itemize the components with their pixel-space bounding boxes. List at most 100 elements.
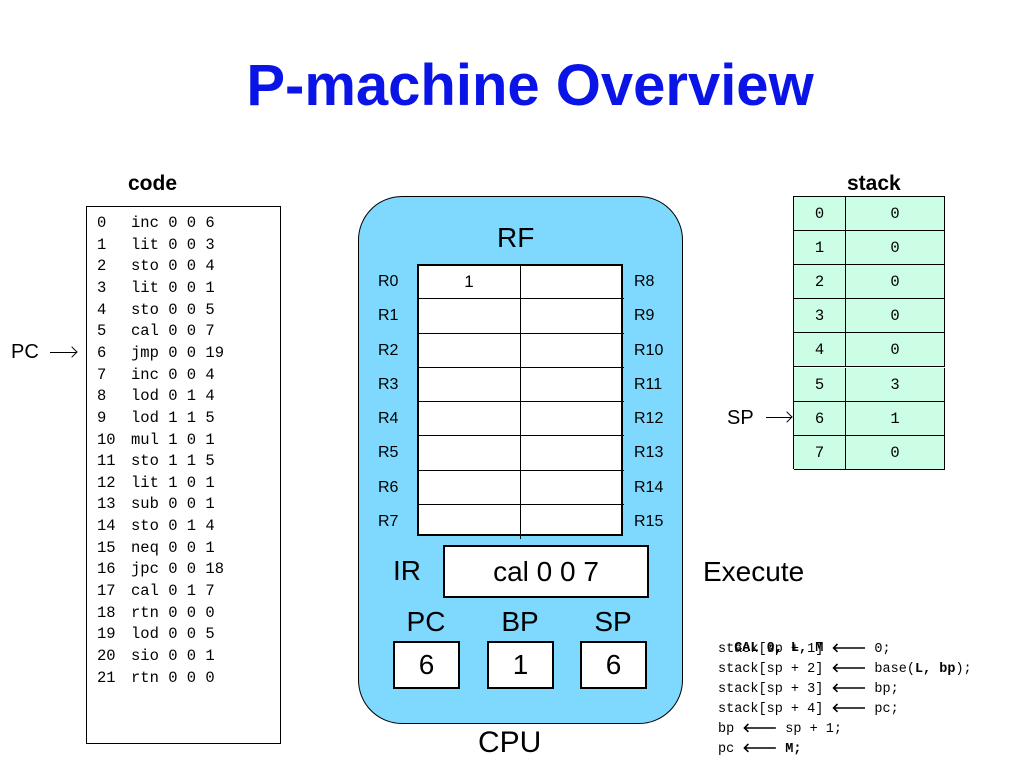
register-label-right: R11 (634, 375, 663, 393)
stack-index-cell: 7 (794, 435, 846, 470)
code-line-instruction: lod 0 0 5 (131, 625, 215, 644)
code-line-instruction: cal 0 1 7 (131, 582, 215, 601)
stack-index-cell: 0 (794, 197, 846, 232)
code-line-instruction: mul 1 0 1 (131, 430, 215, 449)
code-line-number: 3 (97, 278, 107, 297)
register-label-left: R6 (378, 478, 399, 496)
code-line-instruction: sto 0 0 4 (131, 257, 215, 276)
register-cell (418, 367, 521, 402)
code-line-number: 18 (97, 603, 116, 622)
code-line-instruction: lit 0 0 1 (131, 278, 215, 297)
code-line-number: 2 (97, 257, 107, 276)
code-line-number: 21 (97, 668, 116, 687)
register-cell (521, 368, 624, 402)
left-arrow-icon: 🡐 (742, 721, 778, 736)
register-label-right: R8 (634, 273, 655, 290)
cal-header-text: CAL 0, L, M (734, 641, 824, 656)
register-label-left: R5 (378, 444, 399, 462)
stack-index-cell: 2 (794, 265, 846, 300)
register-label-right: R14 (634, 478, 664, 496)
code-label: code (128, 172, 178, 195)
cal-line-2-target: stack[sp + 2] (718, 662, 824, 677)
register-label-left: R2 (378, 341, 399, 359)
cal-line-5-value: sp + 1; (785, 722, 843, 737)
stack-index-cell: 3 (794, 299, 846, 334)
cal-line-4-target: stack[sp + 4] (718, 702, 824, 717)
cal-line-4: stack[sp + 4] 🡐 pc; (718, 699, 899, 719)
stack-sp-pointer: SP (727, 407, 754, 430)
stack-value-cell: 0 (846, 231, 945, 266)
register-cell (521, 436, 624, 471)
cpu-label: CPU (478, 726, 542, 759)
bp-label: BP (501, 606, 539, 637)
register-cell (521, 334, 624, 368)
register-cell (521, 505, 624, 539)
register-label-left: R1 (378, 307, 399, 325)
execute-label: Execute (703, 556, 805, 587)
register-label-left: R0 (378, 273, 399, 290)
register-cell: 1 (418, 265, 521, 300)
code-line-instruction: jmp 0 0 19 (131, 343, 225, 362)
code-line-instruction: rtn 0 0 0 (131, 668, 215, 687)
register-file-label: RF (497, 222, 535, 253)
code-line: 10 mul 1 0 1 (97, 430, 215, 451)
stack-index-cell: 6 (794, 401, 846, 436)
code-line-instruction: lit 0 0 3 (131, 235, 215, 254)
stack-sp-pointer-label: SP (727, 406, 754, 429)
stack-index-cell: 1 (794, 231, 846, 266)
code-line-number: 4 (97, 300, 107, 319)
code-line-number: 16 (97, 560, 116, 579)
cal-line-1-target: stack[sp + 1] (718, 642, 824, 657)
register-cell (418, 402, 521, 437)
pc-register: 6 (393, 641, 460, 689)
register-cell (418, 299, 521, 334)
code-line-number: 6 (97, 343, 107, 362)
code-line-number: 17 (97, 582, 116, 601)
register-label-left: R7 (378, 512, 399, 530)
stack-value-cell: 0 (846, 299, 945, 334)
code-line-number: 10 (97, 430, 116, 449)
cal-line-3-target: stack[sp + 3] (718, 682, 824, 697)
stack-value-cell: 0 (846, 197, 945, 232)
page-title: P-machine Overview (246, 53, 814, 118)
code-line-instruction: cal 0 0 7 (131, 322, 215, 341)
register-label-right: R15 (634, 512, 664, 530)
pc-arrow-icon (50, 351, 76, 353)
code-line-instruction: jpc 0 0 18 (131, 560, 225, 579)
cal-line-5: bp 🡐 sp + 1; (718, 719, 842, 739)
code-line: 6 jmp 0 0 19 (97, 343, 224, 364)
stack-value-cell: 0 (846, 265, 945, 300)
code-line-instruction: lit 1 0 1 (131, 473, 215, 492)
left-arrow-icon: 🡐 (831, 661, 867, 676)
code-line-instruction: sto 1 1 5 (131, 452, 215, 471)
code-line-instruction: inc 0 0 6 (131, 214, 215, 232)
code-line: 4 sto 0 0 5 (97, 300, 215, 321)
ir-label: IR (393, 555, 421, 586)
cal-line-2-value-pre: base( (874, 662, 915, 677)
code-line: 17 cal 0 1 7 (97, 581, 215, 602)
code-line-instruction: lod 0 1 4 (131, 387, 215, 406)
code-line: 18 rtn 0 0 0 (97, 603, 215, 624)
ir-register: cal 0 0 7 (443, 545, 649, 598)
left-arrow-icon: 🡐 (742, 741, 778, 756)
register-label-left: R4 (378, 410, 399, 427)
sp-arrow-icon (766, 416, 791, 418)
left-arrow-icon: 🡐 (831, 641, 867, 656)
code-line-instruction: sto 0 0 5 (131, 300, 215, 319)
code-line-instruction: lod 1 1 5 (131, 408, 215, 427)
code-line-instruction: sub 0 0 1 (131, 495, 215, 514)
register-label-left: R3 (378, 375, 399, 393)
code-line-instruction: rtn 0 0 0 (131, 603, 215, 622)
cal-line-3-value: bp; (874, 682, 899, 697)
cal-header: CAL 0, L, M (718, 619, 823, 656)
